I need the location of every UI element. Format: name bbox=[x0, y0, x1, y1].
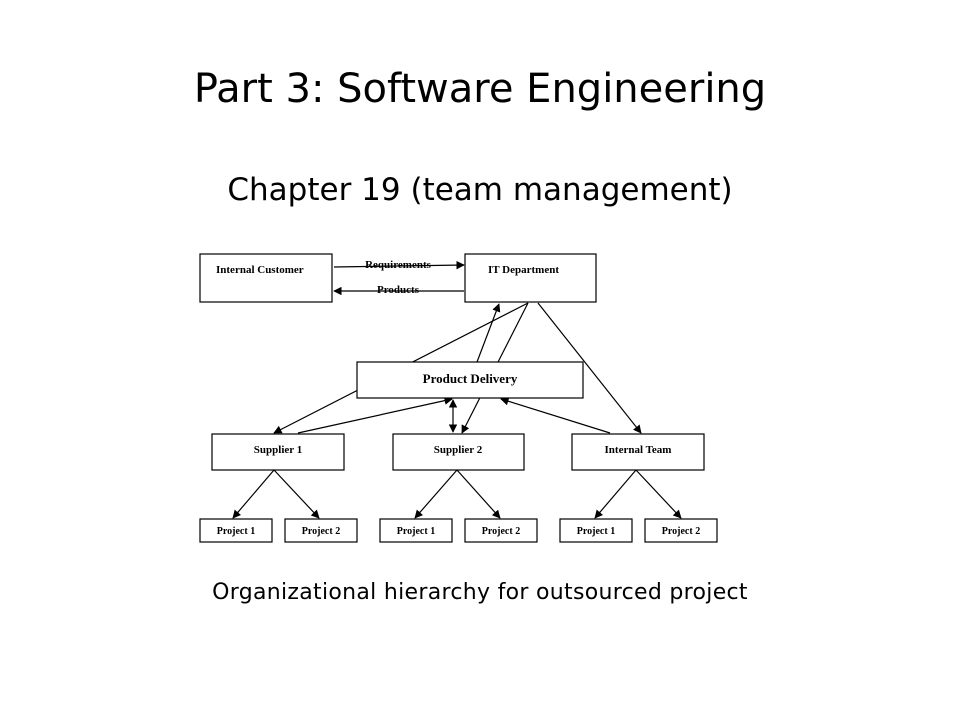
label-supplier-1: Supplier 1 bbox=[254, 444, 302, 456]
node-internal-team bbox=[571, 433, 705, 471]
edge-requirements bbox=[333, 260, 465, 270]
label-s1-project-1: Project 1 bbox=[217, 526, 255, 537]
label-it-department: IT Department bbox=[488, 264, 559, 276]
edge-supplier-1-to-delivery bbox=[297, 396, 453, 434]
edge-s1-to-project-1 bbox=[232, 469, 275, 519]
edge-s2-to-project-1 bbox=[414, 469, 458, 519]
slide-title: Part 3: Software Engineering bbox=[193, 66, 767, 112]
slide-subtitle: Chapter 19 (team management) bbox=[227, 172, 733, 208]
label-supplier-2: Supplier 2 bbox=[434, 444, 483, 456]
label-internal-team: Internal Team bbox=[605, 444, 672, 456]
label-it-project-1: Project 1 bbox=[577, 526, 615, 537]
edge-s1-to-project-2 bbox=[273, 469, 320, 519]
node-internal-customer bbox=[199, 253, 333, 303]
label-it-project-2: Project 2 bbox=[662, 526, 700, 537]
edge-it-team-to-project-1 bbox=[594, 469, 637, 519]
label-s2-project-1: Project 1 bbox=[397, 526, 435, 537]
label-requirements: Requirements bbox=[365, 259, 432, 271]
node-supplier-2 bbox=[392, 433, 525, 471]
node-s2-project-1 bbox=[379, 518, 453, 543]
label-products: Products bbox=[377, 284, 420, 296]
label-s1-project-2: Project 2 bbox=[302, 526, 340, 537]
label-internal-customer: Internal Customer bbox=[216, 264, 304, 276]
node-product-delivery bbox=[356, 361, 584, 399]
edge-it-team-to-project-2 bbox=[635, 469, 682, 519]
label-s2-project-2: Project 2 bbox=[482, 526, 520, 537]
edge-delivery-to-it bbox=[476, 303, 501, 363]
node-it-department bbox=[464, 253, 597, 303]
node-supplier-1 bbox=[211, 433, 345, 471]
node-s1-project-2 bbox=[284, 518, 358, 543]
edge-s2-to-project-2 bbox=[456, 469, 501, 519]
edge-it-to-internal-team bbox=[537, 302, 642, 434]
diagram-caption: Organizational hierarchy for outsourced … bbox=[212, 580, 748, 605]
edge-internal-team-to-delivery bbox=[500, 397, 611, 434]
node-it-project-1 bbox=[559, 518, 633, 543]
label-product-delivery: Product Delivery bbox=[423, 371, 518, 386]
node-it-project-2 bbox=[644, 518, 718, 543]
node-s1-project-1 bbox=[199, 518, 273, 543]
node-s2-project-2 bbox=[464, 518, 538, 543]
